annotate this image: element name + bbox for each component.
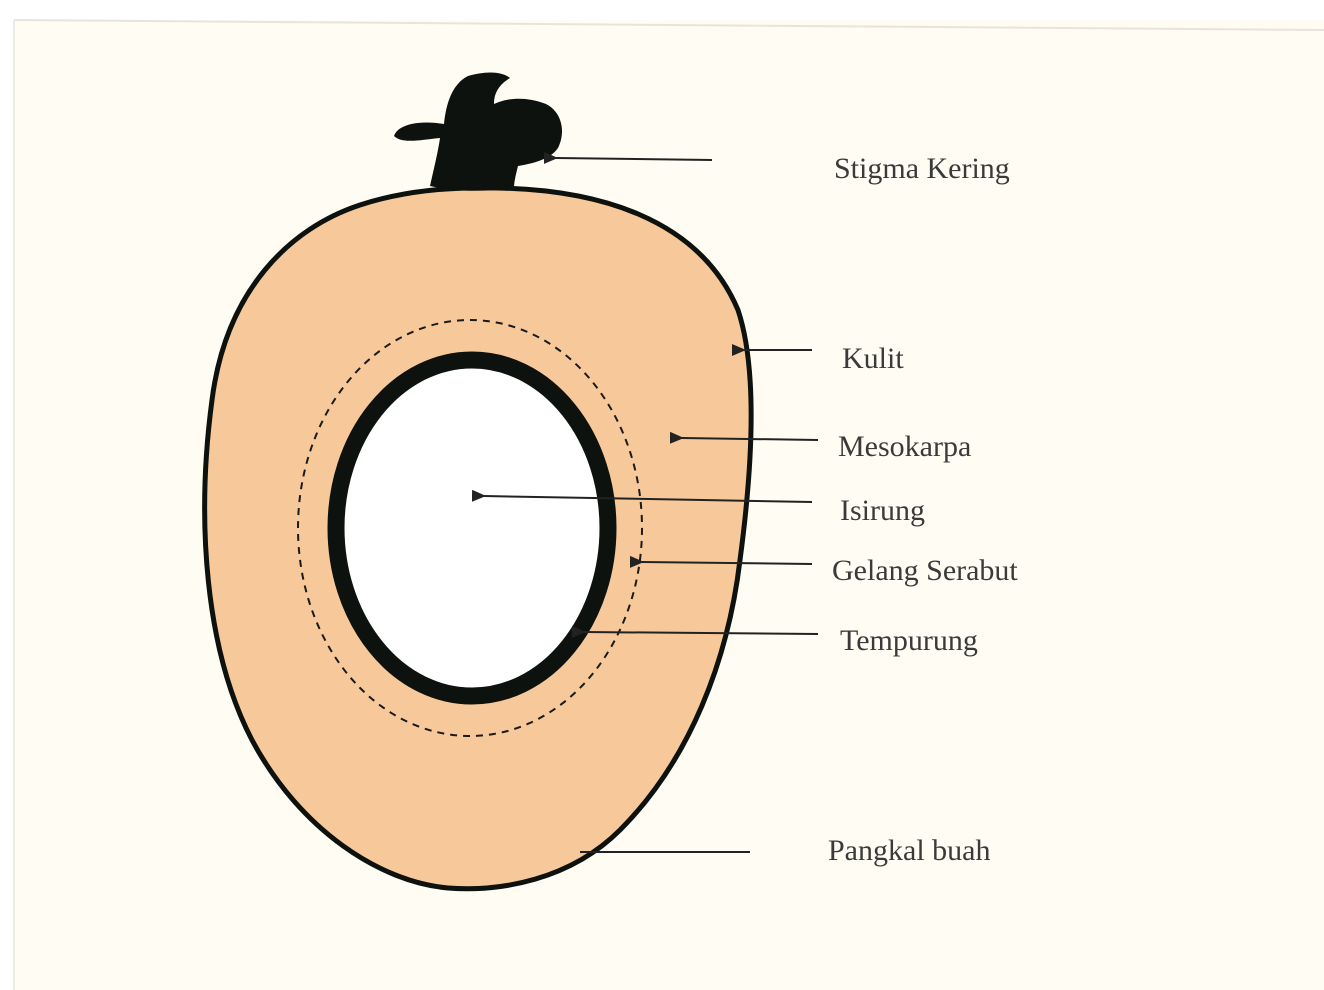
label-isirung: Isirung: [840, 494, 925, 527]
label-kulit: Kulit: [842, 342, 904, 375]
label-mesokarpa: Mesokarpa: [838, 430, 971, 463]
label-gelang-serabut: Gelang Serabut: [832, 554, 1018, 587]
label-pangkal-buah: Pangkal buah: [828, 834, 990, 867]
label-stigma-kering: Stigma Kering: [834, 152, 1010, 185]
shell-ring: [336, 360, 608, 696]
label-tempurung: Tempurung: [840, 624, 978, 657]
